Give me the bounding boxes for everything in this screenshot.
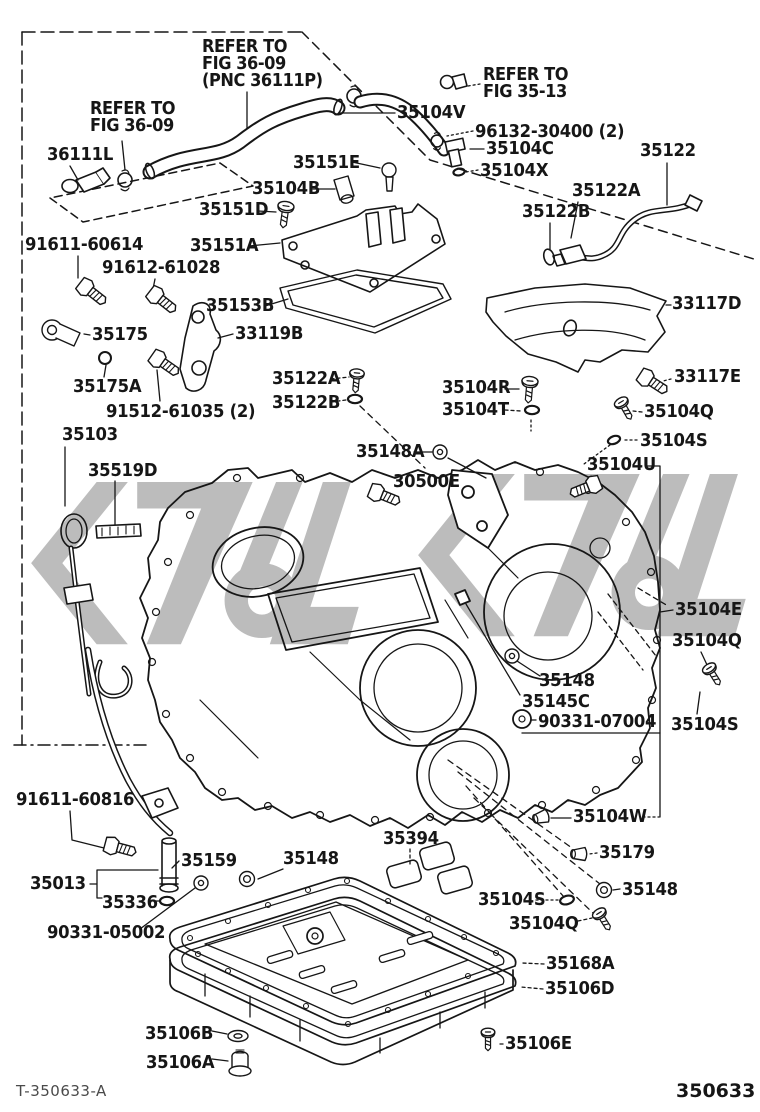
part-label-90331-07004: 90331-07004	[538, 712, 657, 732]
valve-body-gasket-35153b	[280, 270, 451, 333]
refer-fig-36-09-line-2: FIG 36-09	[90, 115, 174, 136]
refer-fig-36-09-pnc-line-2: FIG 36-09	[202, 53, 286, 74]
part-label-35103: 35103	[62, 425, 118, 445]
part-label-35122a-2: 35122A	[272, 369, 341, 389]
part-label-33119b: 33119B	[235, 324, 304, 344]
part-label-35106d: 35106D	[545, 979, 615, 999]
part-label-91611-60614: 91611-60614	[25, 235, 144, 255]
part-label-35104r: 35104R	[442, 378, 511, 398]
part-label-35104q-2: 35104Q	[672, 631, 742, 651]
sender-35151e	[382, 163, 396, 191]
part-label-36111l: 36111L	[47, 145, 114, 165]
part-label-35179: 35179	[599, 843, 655, 863]
part-label-35104b: 35104B	[252, 179, 321, 199]
part-label-91611-60816: 91611-60816	[16, 790, 135, 810]
part-label-35104c: 35104C	[486, 139, 554, 159]
part-label-35148: 35148	[539, 671, 595, 691]
part-label-35013: 35013	[30, 874, 86, 894]
part-label-35148a: 35148A	[356, 442, 425, 462]
part-label-35145c: 35145C	[522, 692, 590, 712]
oil-tube-35122	[542, 195, 702, 266]
dipstick-and-tube-assembly	[61, 514, 178, 892]
part-label-35122b-2: 35122B	[272, 393, 341, 413]
hose-35104v	[346, 85, 444, 150]
dashed-boundary	[14, 32, 757, 745]
transmission-case	[140, 460, 661, 828]
drain-plug-35106a	[229, 1050, 251, 1076]
part-label-90331-05002: 90331-05002	[47, 923, 166, 943]
pan-magnets-35394	[386, 841, 474, 895]
part-label-35175: 35175	[92, 325, 148, 345]
part-label-35148-2: 35148	[283, 849, 339, 869]
part-label-91512-61035-2-: 91512-61035 (2)	[106, 402, 256, 422]
part-label-35151e: 35151E	[293, 153, 360, 173]
part-label-33117e: 33117E	[674, 367, 741, 387]
part-label-35104t: 35104T	[442, 400, 509, 420]
part-label-35168a: 35168A	[546, 954, 615, 974]
washer-35106b	[228, 1031, 248, 1042]
part-label-35153b: 35153B	[206, 296, 275, 316]
part-label-35104q: 35104Q	[644, 402, 714, 422]
refer-fig-36-09-pnc-line-3: (PNC 36111P)	[202, 70, 323, 91]
part-label-35175a: 35175A	[73, 377, 142, 397]
part-label-35104s-3: 35104S	[478, 890, 546, 910]
part-label-35104w: 35104W	[573, 807, 647, 827]
fitting-35104c	[445, 138, 466, 178]
part-label-35394: 35394	[383, 829, 439, 849]
part-label-35122b: 35122B	[522, 202, 591, 222]
part-label-35104v: 35104V	[397, 103, 466, 123]
part-label-35106e: 35106E	[505, 1034, 572, 1054]
part-label-35104s-2: 35104S	[671, 715, 739, 735]
bracket-33119b	[180, 303, 220, 391]
part-label-30500e: 30500E	[393, 472, 460, 492]
part-label-35106a: 35106A	[146, 1053, 215, 1073]
part-label-35122: 35122	[640, 141, 696, 161]
speed-sensor-35175	[42, 320, 80, 346]
sensor-36111l	[62, 168, 133, 193]
part-label-35104x: 35104X	[480, 161, 549, 181]
part-label-35148-3: 35148	[622, 880, 678, 900]
refer-fig-35-13-line-1: REFER TO	[483, 64, 569, 85]
heat-shield-33117d	[486, 284, 666, 372]
part-label-35104u: 35104U	[587, 455, 656, 475]
part-label-35519d: 35519D	[88, 461, 158, 481]
valve-body-cover-35151a	[282, 204, 445, 292]
part-label-91612-61028: 91612-61028	[102, 258, 221, 278]
part-label-35104s: 35104S	[640, 431, 708, 451]
part-label-35104q-3: 35104Q	[509, 914, 579, 934]
part-label-35104e: 35104E	[675, 600, 742, 620]
sensor-35104b	[334, 176, 354, 204]
part-label-35151a: 35151A	[190, 236, 259, 256]
sensor-refer-35-13	[441, 74, 468, 89]
part-label-35151d: 35151D	[199, 200, 269, 220]
figure-code-right: 350633	[676, 1080, 756, 1102]
part-label-35159: 35159	[181, 851, 237, 871]
part-label-35336: 35336	[102, 893, 158, 913]
refer-fig-36-09-pnc-line-1: REFER TO	[202, 36, 288, 57]
part-label-33117d: 33117D	[672, 294, 742, 314]
refer-fig-35-13-line-2: FIG 35-13	[483, 81, 567, 102]
fasteners	[42, 163, 727, 1076]
refer-fig-36-09-line-1: REFER TO	[90, 98, 176, 119]
part-label-35122a: 35122A	[572, 181, 641, 201]
breather-hose-36111p	[144, 98, 344, 179]
part-label-35106b: 35106B	[145, 1024, 214, 1044]
oil-pan-group	[168, 876, 517, 1064]
figure-code-left: T-350633-A	[16, 1082, 107, 1100]
part-label-96132-30400-2-: 96132-30400 (2)	[475, 122, 625, 142]
